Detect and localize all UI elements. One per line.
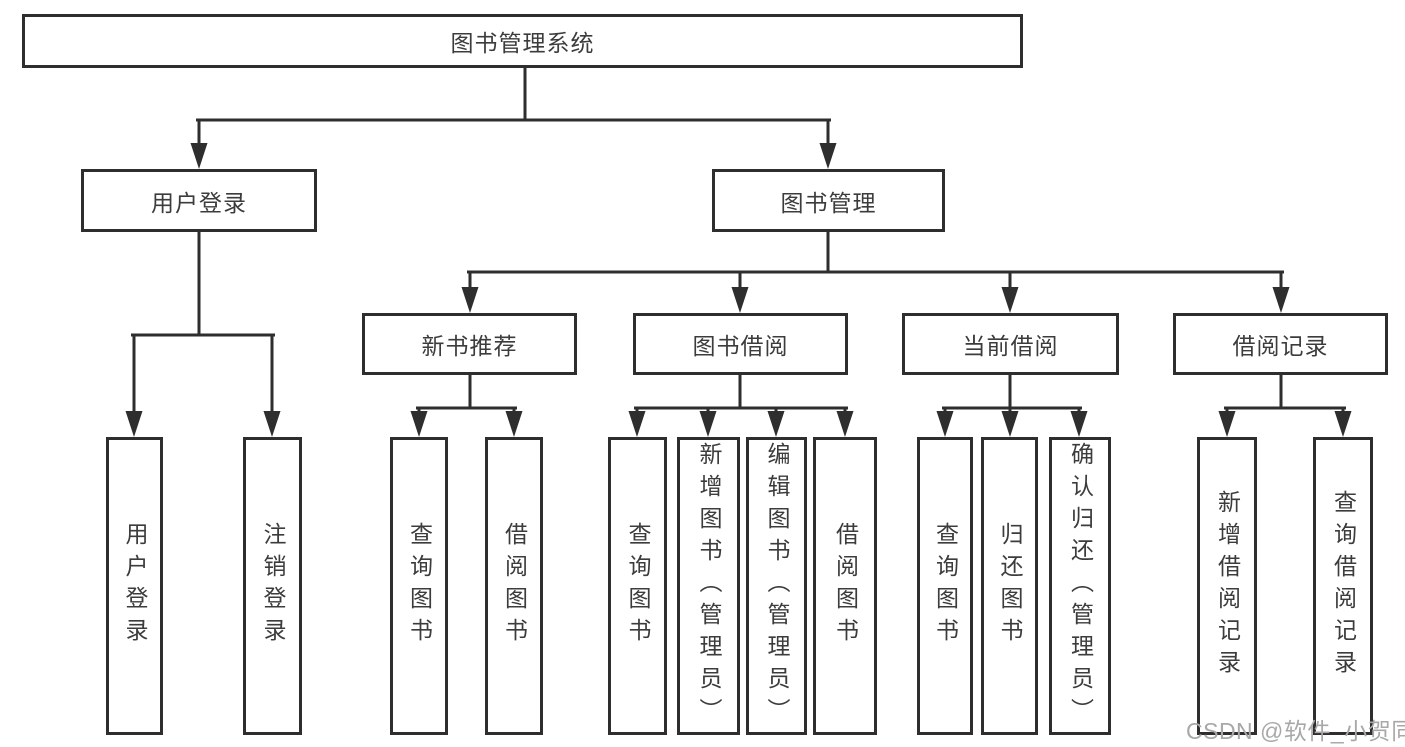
leaf-query-books-recommend-label: 查询图书 <box>406 522 433 650</box>
root-node: 图书管理系统 <box>22 14 1023 68</box>
node-book-management-label: 图书管理 <box>780 189 877 216</box>
leaf-add-borrow-record-label: 新增借阅记录 <box>1214 490 1241 682</box>
leaf-query-books-recommend: 查询图书 <box>390 437 448 735</box>
leaf-add-borrow-record: 新增借阅记录 <box>1197 437 1257 735</box>
node-new-book-recommendation: 新书推荐 <box>362 313 577 375</box>
node-current-borrowing: 当前借阅 <box>902 313 1119 375</box>
node-new-book-recommendation-label: 新书推荐 <box>421 333 518 359</box>
leaf-borrow-books-recommend-label: 借阅图书 <box>501 522 528 650</box>
leaf-confirm-return-admin: 确认归还（管理员） <box>1049 437 1111 735</box>
leaf-return-books: 归还图书 <box>981 437 1038 735</box>
leaf-user-login: 用户登录 <box>106 437 163 735</box>
leaf-user-login-label: 用户登录 <box>122 522 148 650</box>
leaf-edit-books-admin-label: 编辑图书（管理员） <box>764 442 790 730</box>
leaf-edit-books-admin: 编辑图书（管理员） <box>746 437 807 735</box>
leaf-return-books-label: 归还图书 <box>997 522 1023 650</box>
leaf-borrow-books-borrow: 借阅图书 <box>813 437 877 735</box>
node-borrowing-records-label: 借阅记录 <box>1232 333 1329 359</box>
node-user-login-label: 用户登录 <box>151 189 247 216</box>
root-node-label: 图书管理系统 <box>450 30 595 56</box>
node-book-borrowing: 图书借阅 <box>633 313 848 375</box>
node-book-borrowing-label: 图书借阅 <box>692 333 789 359</box>
leaf-borrow-books-borrow-label: 借阅图书 <box>832 522 859 650</box>
leaf-query-books-borrow: 查询图书 <box>608 437 667 735</box>
leaf-logout: 注销登录 <box>243 437 302 735</box>
leaf-add-books-admin-label: 新增图书（管理员） <box>696 442 722 730</box>
node-user-login: 用户登录 <box>81 169 317 232</box>
leaf-query-borrow-record: 查询借阅记录 <box>1313 437 1373 735</box>
node-current-borrowing-label: 当前借阅 <box>962 333 1059 359</box>
leaf-query-books-borrow-label: 查询图书 <box>625 522 651 650</box>
leaf-query-books-current-label: 查询图书 <box>932 522 959 650</box>
node-borrowing-records: 借阅记录 <box>1173 313 1388 375</box>
watermark: CSDN @软件_小贺同学 <box>1186 718 1405 744</box>
leaf-add-books-admin: 新增图书（管理员） <box>677 437 740 735</box>
leaf-query-books-current: 查询图书 <box>917 437 973 735</box>
node-book-management: 图书管理 <box>712 169 945 232</box>
leaf-query-borrow-record-label: 查询借阅记录 <box>1330 490 1357 682</box>
leaf-confirm-return-admin-label: 确认归还（管理员） <box>1067 442 1094 730</box>
leaf-logout-label: 注销登录 <box>260 522 286 650</box>
leaf-borrow-books-recommend: 借阅图书 <box>485 437 543 735</box>
